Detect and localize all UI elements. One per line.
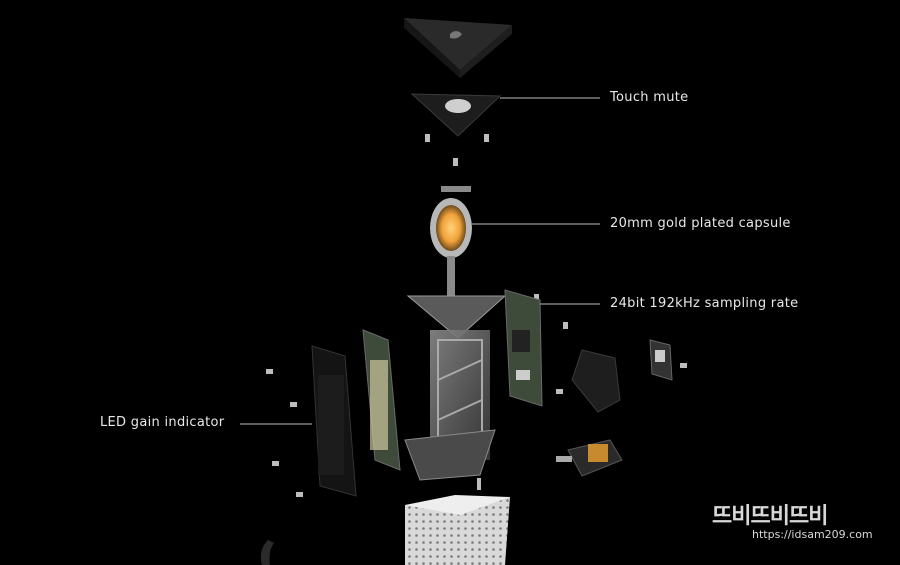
potentiometer — [556, 439, 623, 477]
touch-mute-label: Touch mute — [610, 90, 689, 105]
led-pcb — [362, 329, 401, 471]
screws — [266, 134, 687, 497]
leader-lines — [240, 97, 600, 425]
central-chassis — [404, 295, 507, 481]
watermark-brand: 뜨비뜨비뜨비 — [712, 504, 828, 529]
sampling-rate-label: 24bit 192kHz sampling rate — [610, 296, 799, 311]
led-housing — [311, 345, 357, 497]
mesh-body — [260, 495, 510, 565]
top-cap — [404, 18, 512, 78]
bracket — [571, 349, 621, 413]
connector-board — [649, 339, 673, 381]
watermark-url: https://idsam209.com — [752, 528, 873, 541]
capsule-label: 20mm gold plated capsule — [610, 216, 791, 231]
gold-capsule — [430, 186, 472, 296]
sampling-pcb — [504, 289, 543, 407]
touch-mute-plate — [410, 93, 502, 137]
led-gain-label: LED gain indicator — [100, 415, 225, 430]
